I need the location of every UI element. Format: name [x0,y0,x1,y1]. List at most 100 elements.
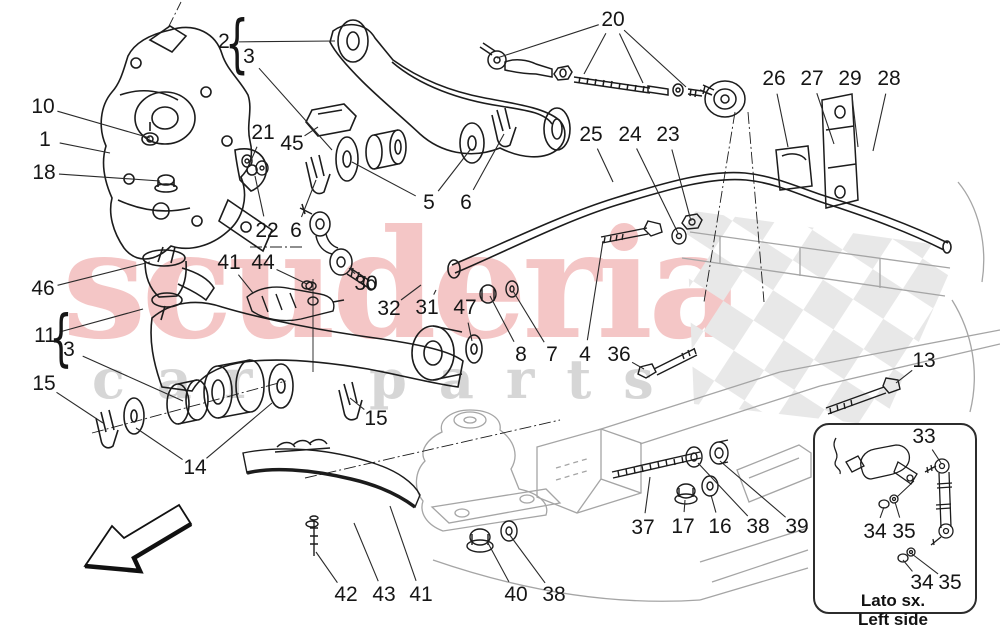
callout-24-13[interactable]: 24 [618,123,642,146]
callout-41-20[interactable]: 41 [217,251,241,274]
callout-29-17[interactable]: 29 [838,67,862,90]
callout-38-44[interactable]: 38 [746,515,770,538]
leader-line-38 [509,534,545,583]
callout-22-7[interactable]: 22 [255,219,279,242]
callout-47-25[interactable]: 47 [453,296,477,319]
leader-line-22 [255,176,264,216]
leader-line-26 [777,94,788,147]
leader-line-10 [57,111,150,138]
callout-15-34[interactable]: 15 [364,407,388,430]
leader-line-41 [390,506,416,581]
callout-15-33[interactable]: 15 [32,372,56,395]
callout-4-28[interactable]: 4 [579,343,591,366]
leader-line-20 [619,34,643,83]
lower-control-arm [96,302,482,447]
callout-28-18[interactable]: 28 [877,67,901,90]
callout-20-11[interactable]: 20 [601,8,625,31]
leader-line-1 [60,143,110,153]
leader-line-35 [895,502,900,518]
leader-line-21 [249,147,257,165]
left-side-inset-box [813,423,977,614]
callout-5-9[interactable]: 5 [423,191,435,214]
leader-line-32 [401,285,421,300]
callout-6-10[interactable]: 6 [460,191,472,214]
callout-10-1[interactable]: 10 [31,95,55,118]
leader-line-14 [136,428,183,460]
callout-2-3[interactable]: 2 [218,30,230,53]
callout-31-24[interactable]: 31 [415,296,439,319]
leader-line-6 [301,180,316,217]
leader-line-13 [896,370,912,383]
callout-8-26[interactable]: 8 [515,343,527,366]
leader-line-37 [645,477,650,513]
callout-43-37[interactable]: 43 [372,583,396,606]
callout-37-41[interactable]: 37 [631,516,655,539]
leader-line-39 [720,461,786,517]
callout-17-42[interactable]: 17 [671,515,695,538]
callout-27-16[interactable]: 27 [800,67,824,90]
leader-line-11 [59,309,143,332]
leader-line-20 [497,25,599,58]
callout-35-48[interactable]: 35 [892,520,916,543]
callout-13-30[interactable]: 13 [912,349,936,372]
callout-36-29[interactable]: 36 [607,343,631,366]
callout-7-27[interactable]: 7 [546,343,558,366]
leader-line-47 [468,323,472,341]
callout-30-22[interactable]: 30 [354,272,378,295]
leader-line-29 [852,94,858,147]
inset-label-english: Left side [858,610,928,629]
callout-14-35[interactable]: 14 [183,456,207,479]
callout-3-4[interactable]: 3 [243,45,255,68]
callout-23-14[interactable]: 23 [656,123,680,146]
callout-32-23[interactable]: 32 [377,297,401,320]
callout-38-40[interactable]: 38 [542,583,566,606]
callout-44-21[interactable]: 44 [251,251,275,274]
leader-line-3 [259,68,332,150]
upper-control-arm [306,20,570,194]
tie-rod-assembly [480,43,745,117]
callout-39-45[interactable]: 39 [785,515,809,538]
stabilizer-link [300,204,375,290]
callout-41-38[interactable]: 41 [409,583,433,606]
callout-1-0[interactable]: 1 [39,128,51,151]
callout-3-32[interactable]: 3 [63,338,75,361]
callout-34-49[interactable]: 34 [910,571,934,594]
callout-33-46[interactable]: 33 [912,425,936,448]
leader-line-20 [584,33,606,74]
leader-line-7 [513,291,544,342]
leader-line-36 [632,362,644,369]
callout-16-43[interactable]: 16 [708,515,732,538]
callout-40-39[interactable]: 40 [504,583,528,606]
callout-11-31[interactable]: 11 [34,324,56,347]
ball-joint [143,250,214,320]
callout-18-2[interactable]: 18 [32,161,56,184]
callout-25-12[interactable]: 25 [579,123,603,146]
inset-label-italian: Lato sx. [860,591,926,610]
leader-line-4 [587,241,603,340]
callout-45-6[interactable]: 45 [280,132,304,155]
leader-line-33 [932,450,941,463]
leader-line-17 [684,500,685,512]
leader-line-18 [59,174,160,181]
callout-26-15[interactable]: 26 [762,67,786,90]
leader-line-8 [490,296,514,342]
leader-line-3 [83,356,183,401]
leader-line-34 [880,507,884,518]
callout-46-19[interactable]: 46 [31,277,55,300]
direction-arrow [85,505,191,571]
callout-21-5[interactable]: 21 [251,121,275,144]
callout-35-50[interactable]: 35 [938,571,962,594]
leader-line-42 [316,552,337,583]
subframe-checker-region [686,210,960,426]
leader-line-41 [238,275,253,293]
callout-group-brace-1: { [49,302,73,374]
leader-line-27 [817,93,834,144]
callout-6-8[interactable]: 6 [290,219,302,242]
heat-shield-lower [243,440,420,557]
leader-line-31 [434,290,436,295]
callout-34-47[interactable]: 34 [863,520,887,543]
callout-42-36[interactable]: 42 [334,583,358,606]
leader-line-5 [352,162,416,196]
stabilizer-bar-mount [776,94,858,208]
